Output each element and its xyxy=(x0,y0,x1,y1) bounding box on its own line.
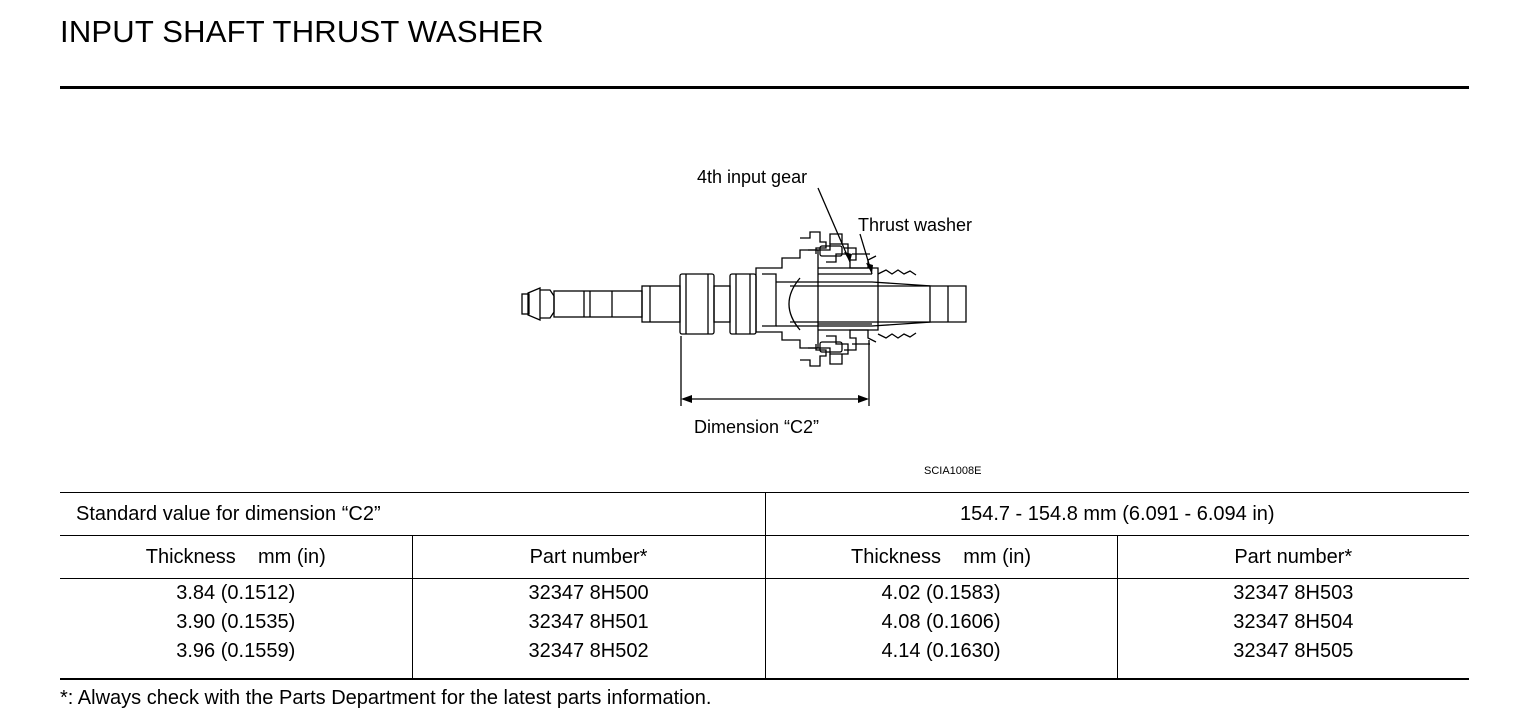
thickness-value: 3.84 (0.1512) xyxy=(176,582,296,604)
title-divider xyxy=(60,86,1469,89)
header-part-left: Part number* xyxy=(412,535,766,579)
page-title: INPUT SHAFT THRUST WASHER xyxy=(60,14,544,49)
header-part-right: Part number* xyxy=(1117,535,1470,579)
dimension-label: Dimension “C2” xyxy=(694,417,819,437)
table-header-row: Thickness mm (in) Part number* Thickness… xyxy=(60,535,1470,579)
part-number: 32347 8H504 xyxy=(1233,611,1354,633)
part-left-cell: 32347 8H500 32347 8H501 32347 8H502 xyxy=(412,578,766,680)
shaft-diagram: 4th input gear Thrust washer Dimension “… xyxy=(500,150,1020,485)
shaft-illustration: 4th input gear Thrust washer Dimension “… xyxy=(521,167,981,477)
standard-value: 154.7 - 154.8 mm (6.091 - 6.094 in) xyxy=(765,492,1470,536)
thickness-value: 3.96 (0.1559) xyxy=(176,640,296,662)
figure-code: SCIA1008E xyxy=(924,465,981,477)
header-thickness-right: Thickness mm (in) xyxy=(765,535,1118,579)
spec-table: Standard value for dimension “C2” 154.7 … xyxy=(60,492,1470,680)
part-number: 32347 8H501 xyxy=(528,611,649,633)
part-number: 32347 8H502 xyxy=(528,640,649,662)
thickness-value: 4.14 (0.1630) xyxy=(881,640,1001,662)
part-right-cell: 32347 8H503 32347 8H504 32347 8H505 xyxy=(1117,578,1470,680)
part-number: 32347 8H500 xyxy=(528,582,649,604)
thickness-right-cell: 4.02 (0.1583) 4.08 (0.1606) 4.14 (0.1630… xyxy=(765,578,1118,680)
standard-value-label: Standard value for dimension “C2” xyxy=(60,492,766,536)
washer-label: Thrust washer xyxy=(858,215,972,235)
part-number: 32347 8H505 xyxy=(1233,640,1354,662)
thickness-left-cell: 3.84 (0.1512) 3.90 (0.1535) 3.96 (0.1559… xyxy=(60,578,413,680)
gear-label: 4th input gear xyxy=(697,167,807,187)
thickness-value: 4.02 (0.1583) xyxy=(881,582,1001,604)
footnote: *: Always check with the Parts Departmen… xyxy=(60,687,712,709)
thickness-value: 3.90 (0.1535) xyxy=(176,611,296,633)
table-data-row: 3.84 (0.1512) 3.90 (0.1535) 3.96 (0.1559… xyxy=(60,578,1470,680)
thickness-value: 4.08 (0.1606) xyxy=(881,611,1001,633)
standard-value-row: Standard value for dimension “C2” 154.7 … xyxy=(60,492,1470,536)
header-thickness-left: Thickness mm (in) xyxy=(60,535,413,579)
part-number: 32347 8H503 xyxy=(1233,582,1354,604)
